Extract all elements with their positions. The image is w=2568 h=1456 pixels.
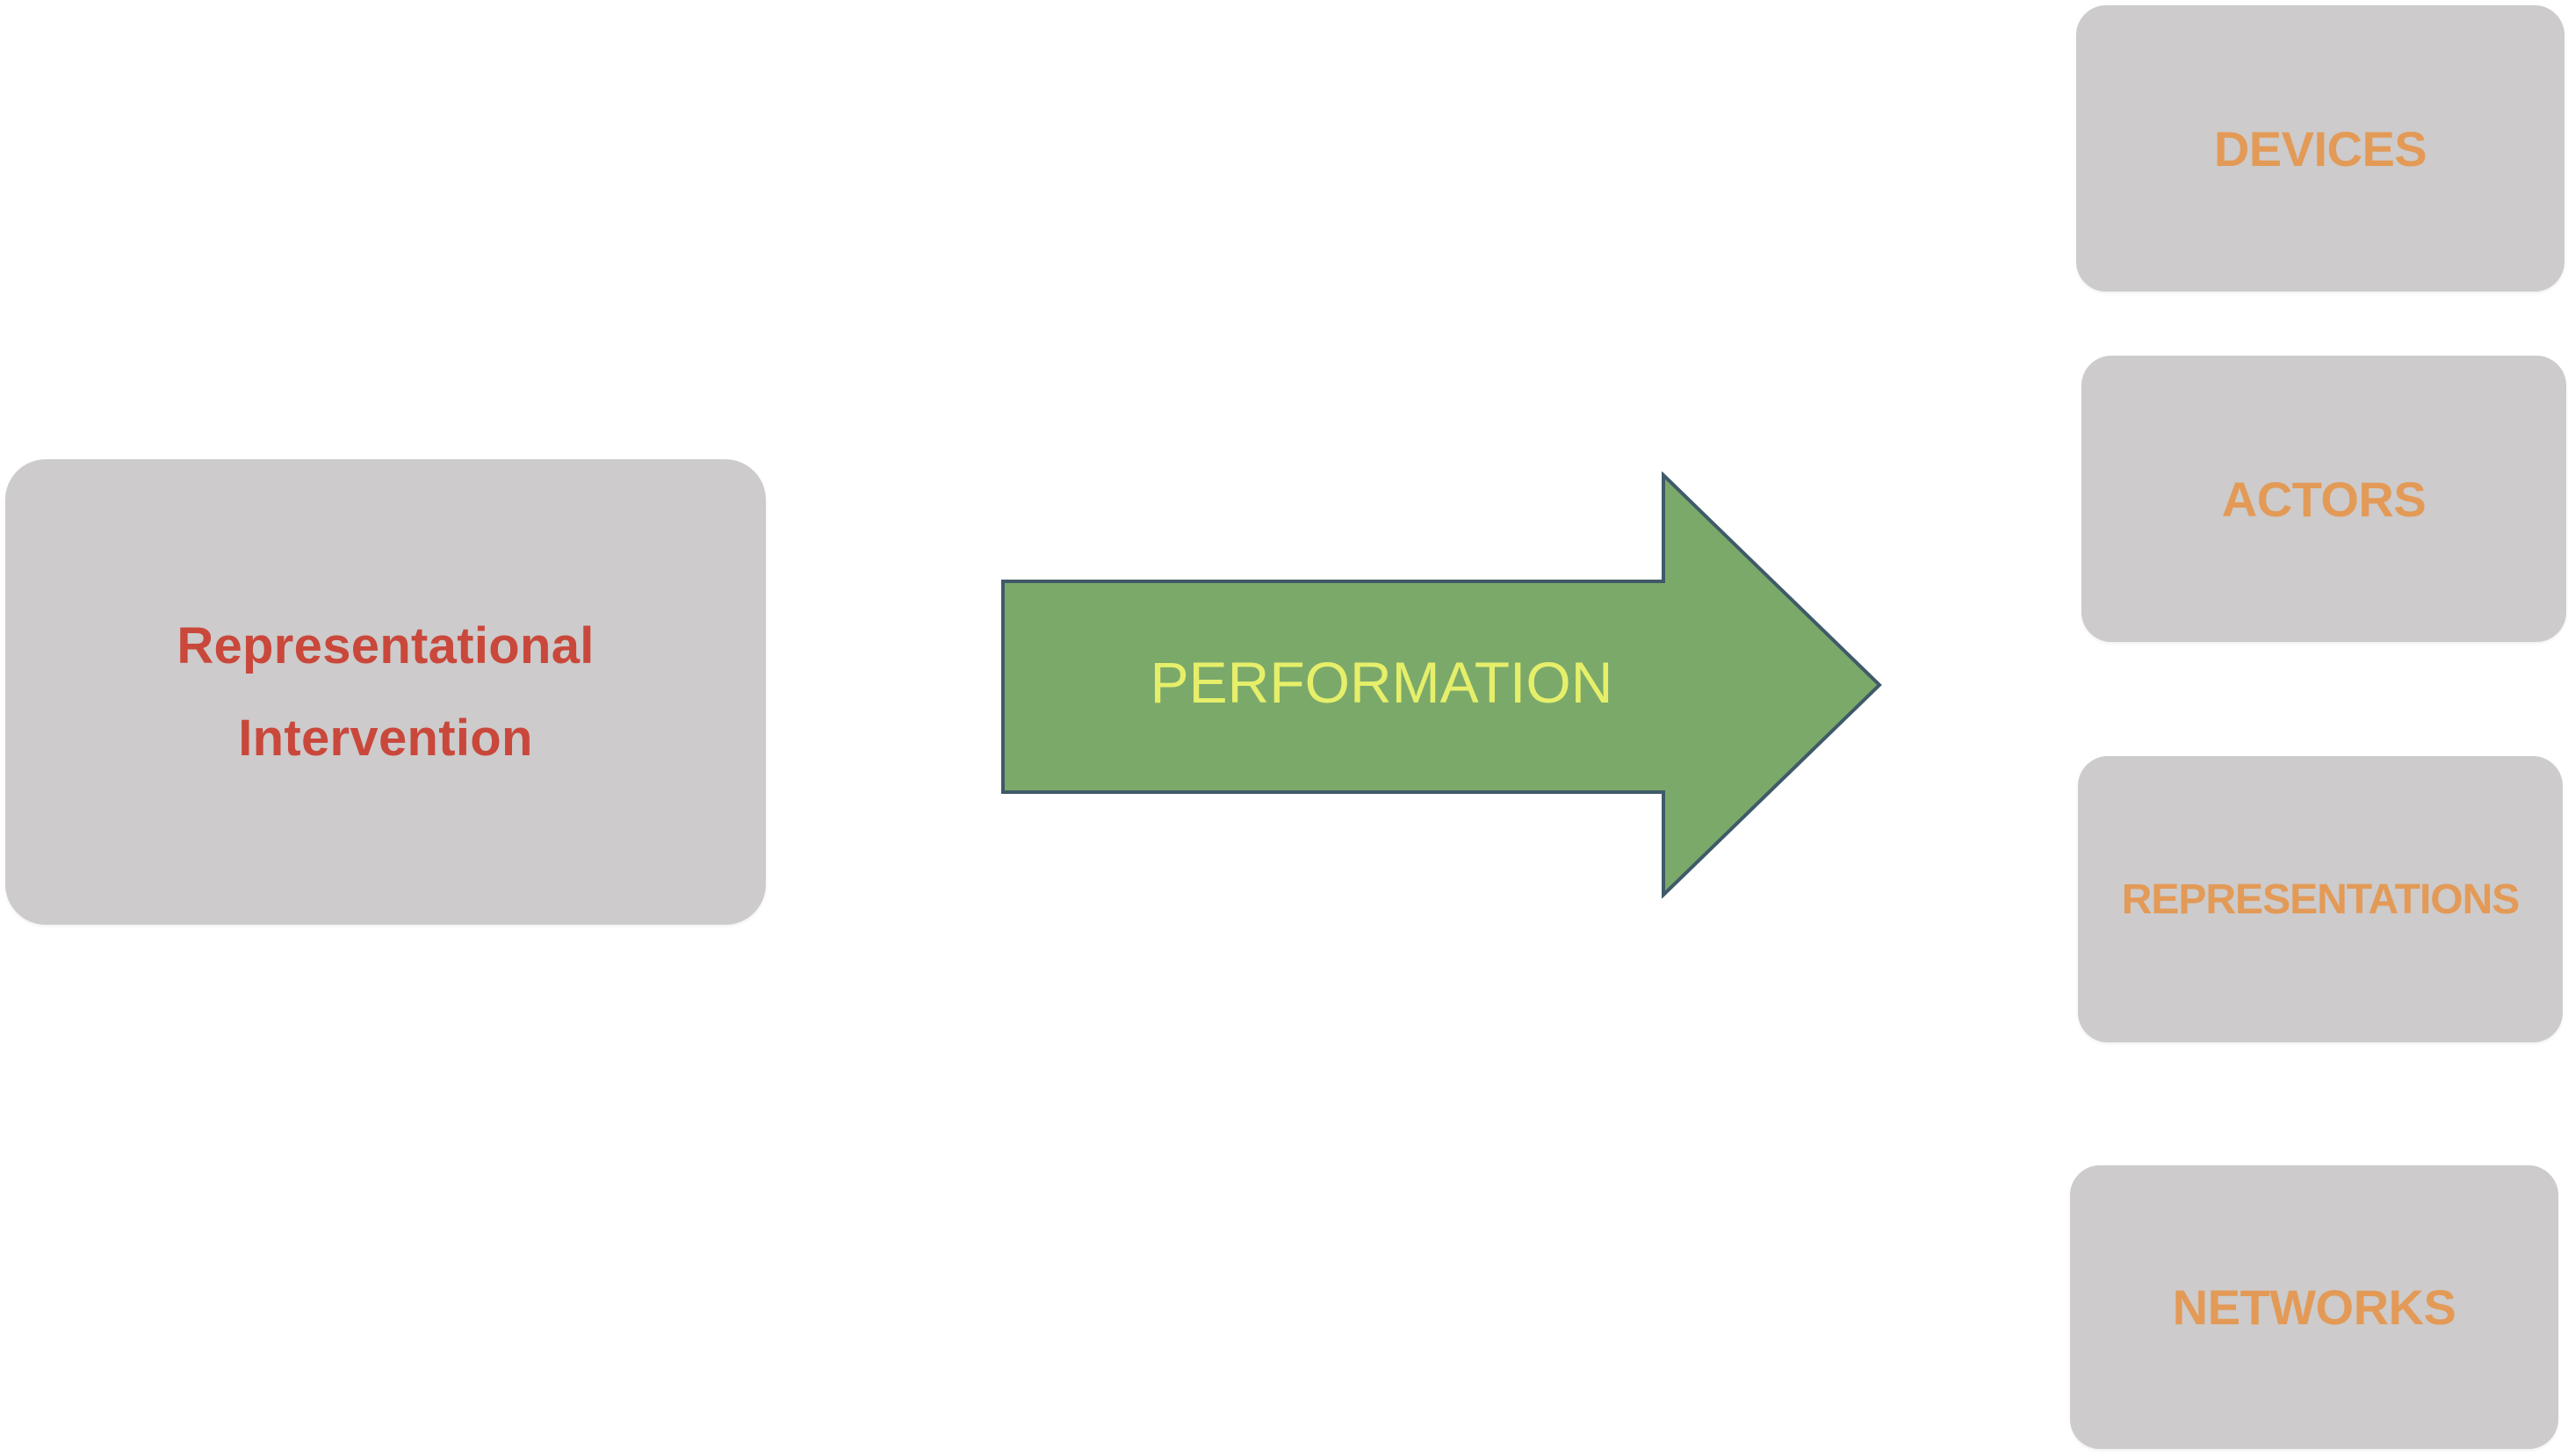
target-node-representations: REPRESENTATIONS	[2078, 756, 2563, 1042]
arrow-shape	[1001, 472, 1882, 898]
source-node-label: Representational Intervention	[177, 600, 594, 784]
source-label-line1: Representational	[177, 617, 595, 674]
source-label-line2: Intervention	[238, 710, 533, 767]
target-label-representations: REPRESENTATIONS	[2121, 876, 2521, 923]
target-label-devices: DEVICES	[2213, 120, 2427, 177]
target-label-networks: NETWORKS	[2172, 1279, 2456, 1335]
target-label-actors: ACTORS	[2221, 471, 2427, 527]
source-node-box: Representational Intervention	[5, 459, 766, 925]
arrow-label: PERFORMATION	[1150, 650, 1613, 715]
target-node-actors: ACTORS	[2081, 356, 2566, 642]
performation-arrow	[1001, 472, 1882, 898]
target-node-devices: DEVICES	[2076, 5, 2564, 292]
target-node-networks: NETWORKS	[2070, 1165, 2558, 1449]
